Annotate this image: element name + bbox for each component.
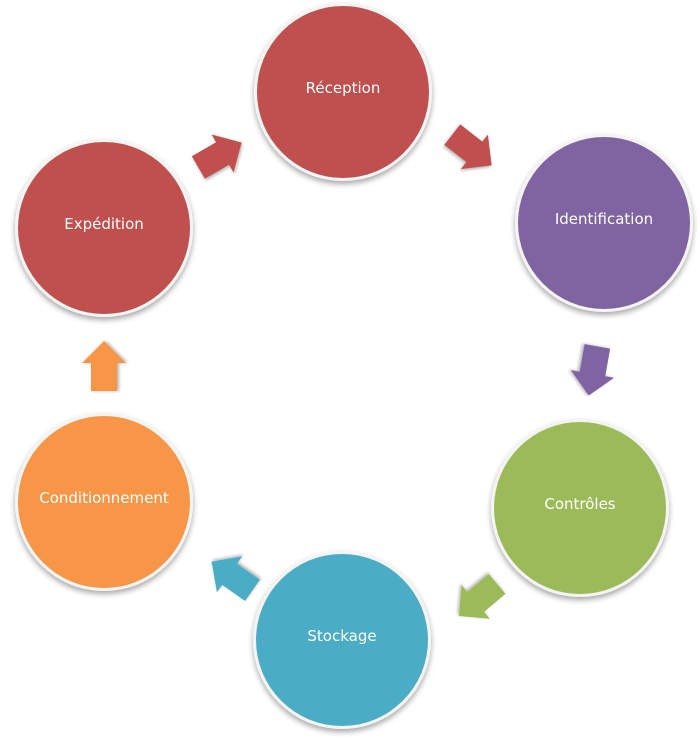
step-expedition: Expédition <box>15 139 193 317</box>
step-conditionnement: Conditionnement <box>15 413 193 591</box>
step-expedition-label: Expédition <box>64 215 144 233</box>
step-reception-fill <box>257 6 429 178</box>
step-reception: Réception <box>254 3 432 181</box>
arrow-controles-to-stockage-icon <box>458 573 506 619</box>
arrows-layer <box>82 124 615 619</box>
step-stockage-label: Stockage <box>307 627 376 645</box>
step-stockage: Stockage <box>253 551 431 729</box>
arrow-conditionnement-to-expedition-icon <box>82 341 126 391</box>
arrow-reception-to-identification-icon <box>444 124 492 170</box>
step-controles-fill <box>494 422 666 594</box>
arrow-stockage-to-conditionnement-icon <box>211 556 260 601</box>
step-expedition-fill <box>18 142 190 314</box>
step-conditionnement-label: Conditionnement <box>39 489 169 507</box>
step-identification-fill <box>518 137 690 309</box>
step-controles: Contrôles <box>491 419 669 597</box>
arrow-identification-to-controles-icon <box>570 344 615 396</box>
step-controles-label: Contrôles <box>544 495 615 513</box>
step-identification-label: Identification <box>555 210 653 228</box>
step-conditionnement-fill <box>18 416 190 588</box>
arrow-expedition-to-reception-icon <box>191 134 242 179</box>
step-stockage-fill <box>256 554 428 726</box>
step-identification: Identification <box>515 134 693 312</box>
step-reception-label: Réception <box>306 79 381 97</box>
